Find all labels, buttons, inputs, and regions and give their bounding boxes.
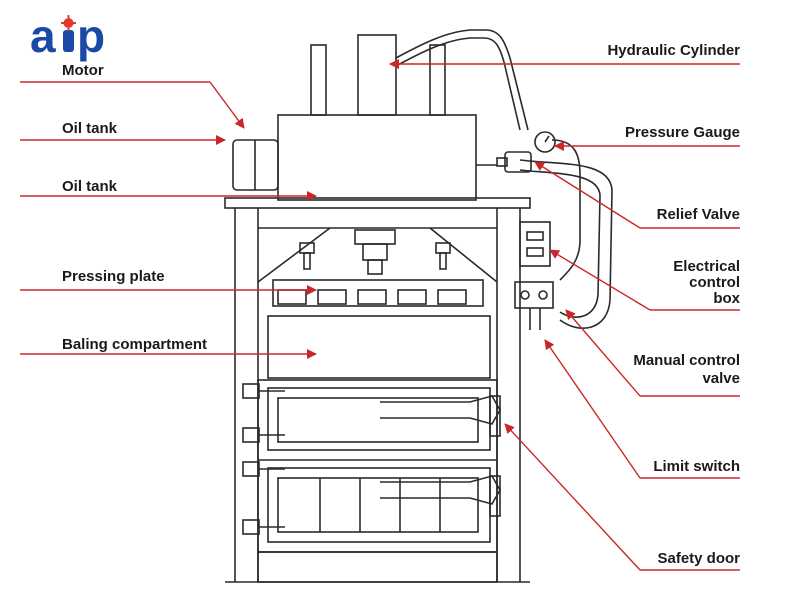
- label-manual-control-valve-line1: Manual control: [633, 352, 740, 369]
- label-baling-compartment: Baling compartment: [62, 336, 208, 353]
- label-electrical-control-box-line3: box: [713, 290, 740, 307]
- label-oil-tank-upper: Oil tank: [62, 120, 118, 137]
- svg-text:p: p: [77, 12, 105, 62]
- label-electrical-control-box-line2: control: [689, 274, 740, 291]
- label-limit-switch: Limit switch: [653, 458, 740, 475]
- label-safety-door: Safety door: [657, 550, 740, 567]
- label-motor: Motor: [62, 62, 104, 79]
- aip-logo: a p: [30, 12, 105, 62]
- label-relief-valve: Relief Valve: [656, 206, 740, 223]
- svg-text:a: a: [30, 12, 56, 62]
- label-hydraulic-cylinder: Hydraulic Cylinder: [607, 42, 740, 59]
- label-oil-tank-lower: Oil tank: [62, 178, 118, 195]
- label-pressing-plate: Pressing plate: [62, 268, 165, 285]
- label-pressure-gauge: Pressure Gauge: [624, 124, 740, 141]
- label-electrical-control-box-line1: Electrical: [673, 258, 740, 275]
- label-manual-control-valve-line2: valve: [702, 370, 740, 387]
